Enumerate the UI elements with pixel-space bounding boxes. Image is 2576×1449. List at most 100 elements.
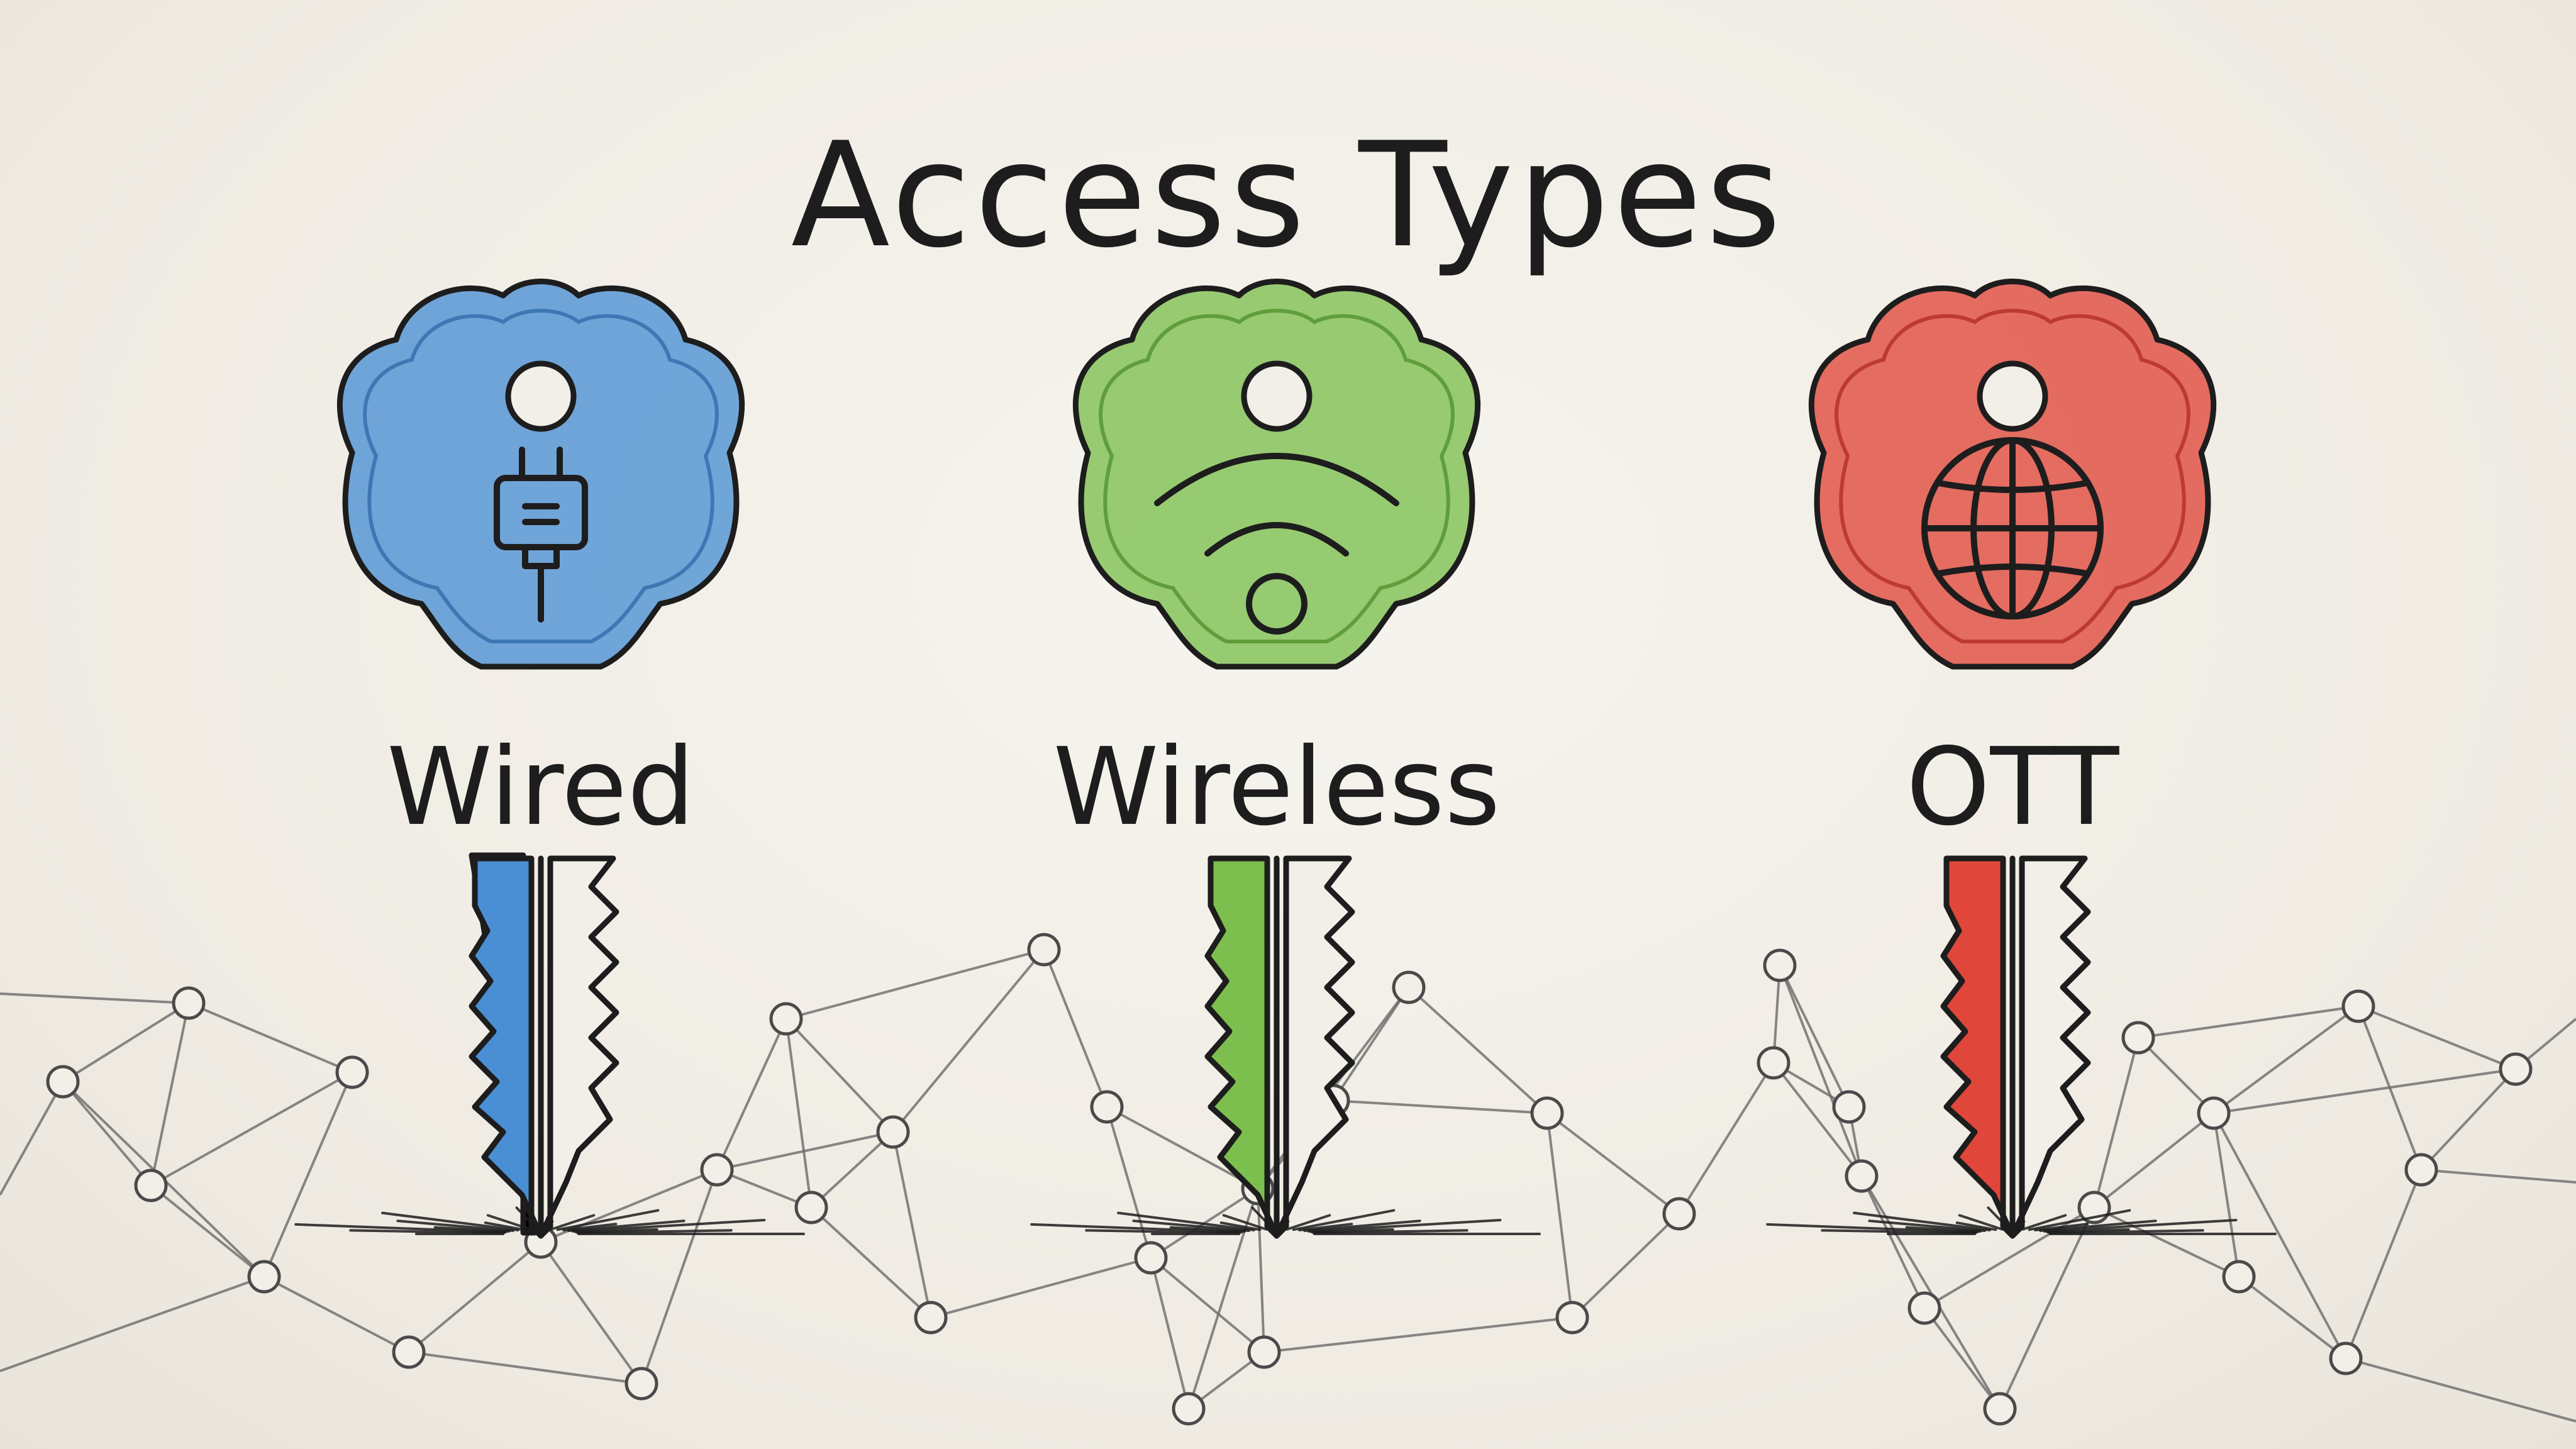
network-node (1757, 1046, 1790, 1080)
impact-stroke (1222, 1214, 1268, 1231)
key-head-inner-outline (1835, 309, 2190, 643)
network-node (625, 1367, 658, 1401)
network-node (2499, 1052, 2533, 1086)
network-link (188, 1002, 353, 1074)
key-wireless: Wireless (1030, 279, 1541, 1239)
globe-icon (1921, 437, 2104, 619)
network-node (172, 986, 206, 1020)
key-head (337, 279, 745, 670)
network-node (1247, 1335, 1281, 1369)
impact-stroke (1853, 1211, 1991, 1232)
network-node (1134, 1241, 1168, 1275)
key-label-ott: OTT (1906, 725, 2120, 850)
impact-stroke (567, 1219, 686, 1232)
network-link (1333, 1099, 1548, 1114)
impact-stroke (381, 1211, 519, 1232)
network-node (1392, 970, 1426, 1004)
network-node (2121, 1021, 2155, 1055)
network-link (540, 1241, 643, 1385)
network-link (2420, 1068, 2517, 1171)
impact-stroke (396, 1219, 514, 1232)
impact-stroke (1030, 1223, 1243, 1234)
network-node (1530, 1096, 1564, 1130)
impact-stroke (1169, 1226, 1246, 1233)
network-link (264, 1275, 409, 1353)
impact-stroke (576, 1229, 733, 1235)
impact-stroke (1279, 1220, 1290, 1231)
network-node (46, 1065, 80, 1099)
impact-stroke (1132, 1219, 1250, 1232)
impact-stroke (2043, 1218, 2238, 1233)
network-mesh (0, 933, 2576, 1426)
network-link (1571, 1213, 1680, 1319)
impact-stroke (2048, 1229, 2204, 1235)
impact-stroke (1821, 1229, 1977, 1235)
network-link (1546, 1113, 1574, 1318)
key-ring-hole (1241, 360, 1313, 432)
network-node (876, 1115, 910, 1149)
network-link (62, 1002, 190, 1083)
network-link (640, 1169, 718, 1384)
impact-stroke (1307, 1218, 1502, 1233)
network-link (2093, 1037, 2140, 1208)
impact-stroke (1312, 1229, 1468, 1235)
impact-stroke (1298, 1223, 1353, 1232)
network-node (335, 1055, 369, 1089)
network-node (1090, 1090, 1124, 1124)
impact-marks (1030, 1206, 1541, 1235)
key-ring-hole (1977, 360, 2048, 432)
impact-stroke (1766, 1223, 1979, 1234)
network-link (892, 948, 1045, 1133)
key-label-wireless: Wireless (1053, 725, 1500, 850)
impact-stroke (2021, 1214, 2067, 1231)
network-link (2094, 1206, 2240, 1278)
network-link (2345, 1169, 2423, 1359)
network-link (150, 1002, 190, 1186)
impact-stroke (1292, 1209, 1396, 1231)
impact-stroke (1987, 1206, 2011, 1231)
network-link (1263, 1316, 1573, 1353)
network-link (1187, 1188, 1259, 1409)
impact-stroke (2028, 1209, 2131, 1231)
impact-stroke (1285, 1214, 1331, 1231)
network-link (2213, 1068, 2516, 1114)
network-node (1832, 1090, 1866, 1124)
network-link (263, 1072, 353, 1277)
network-node (2222, 1260, 2256, 1294)
network-node (1172, 1392, 1206, 1426)
network-link (1150, 1257, 1190, 1409)
network-link (1150, 1257, 1265, 1353)
impact-stroke (1117, 1211, 1255, 1232)
network-node (794, 1191, 828, 1224)
impact-stroke (1905, 1226, 1982, 1233)
plug-icon (494, 447, 588, 623)
network-link (2093, 1112, 2215, 1209)
network-link (785, 1018, 813, 1208)
key-shank (1940, 855, 2091, 1239)
key-ott: OTT (1766, 279, 2277, 1239)
network-link (1043, 949, 1108, 1108)
network-node (2341, 989, 2375, 1023)
impact-stroke (433, 1226, 510, 1233)
wifi-icon (1154, 453, 1399, 635)
network-link (1779, 965, 1863, 1177)
network-link (0, 1275, 265, 1372)
network-node (2404, 1153, 2438, 1187)
impact-stroke (550, 1214, 596, 1231)
key-ring-hole (505, 360, 577, 432)
impact-stroke (2039, 1219, 2157, 1232)
impact-stroke (556, 1209, 660, 1231)
impact-marks (1766, 1206, 2277, 1235)
network-link (716, 1169, 812, 1209)
network-node (2197, 1096, 2231, 1130)
network-link (810, 1206, 932, 1319)
network-link (1106, 1106, 1258, 1190)
impact-stroke (1085, 1229, 1241, 1235)
page-title: Access Types (791, 112, 1785, 280)
network-link (150, 1071, 353, 1187)
key-head-inner-outline (363, 309, 719, 643)
impact-stroke (1251, 1206, 1275, 1231)
key-shank (1204, 855, 1355, 1239)
